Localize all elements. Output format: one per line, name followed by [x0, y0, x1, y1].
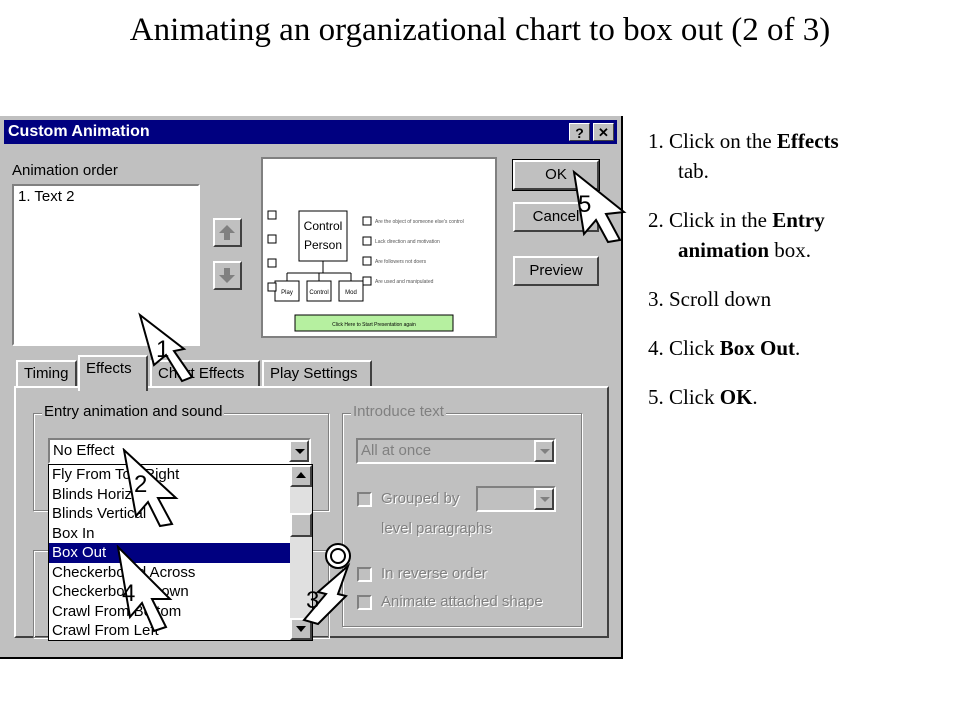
- entry-value: No Effect: [53, 442, 115, 459]
- chevron-down-icon: [540, 449, 550, 454]
- scroll-down-button[interactable]: [290, 618, 312, 640]
- step-bold-text: animation: [678, 238, 770, 262]
- step-text-line2: tab.: [678, 159, 709, 183]
- arrow-down-icon: [219, 268, 235, 283]
- step-text-line2: box.: [769, 238, 812, 262]
- svg-text:Click Here to Start Presentati: Click Here to Start Presentation again: [332, 322, 416, 328]
- callout-5: 5: [572, 169, 627, 244]
- svg-text:Control: Control: [304, 219, 343, 233]
- callout-1: 1: [138, 312, 194, 383]
- step-bold-text: Effects: [776, 129, 839, 153]
- scroll-thumb[interactable]: [290, 513, 312, 537]
- list-item[interactable]: Checkerboard Across: [52, 563, 196, 581]
- callout-number: 1: [156, 336, 169, 363]
- introduce-text-combo[interactable]: All at once: [356, 438, 556, 464]
- list-item[interactable]: Blinds Vertical: [52, 505, 147, 522]
- animate-shape-label: Animate attached shape: [381, 593, 543, 610]
- triangle-down-icon: [296, 626, 306, 632]
- svg-text:Play: Play: [281, 290, 293, 296]
- arrow-up-icon: [219, 225, 235, 240]
- grouped-level-combo[interactable]: [476, 486, 556, 512]
- introduce-value: All at once: [361, 442, 432, 459]
- org-chart-preview: Control Person Play Control Mod Are the …: [267, 210, 464, 332]
- step-bold-text: Box Out: [719, 336, 796, 360]
- animate-shape-checkbox[interactable]: [357, 595, 372, 610]
- close-button[interactable]: ✕: [593, 123, 614, 141]
- list-scrollbar[interactable]: [290, 465, 312, 640]
- svg-text:Control: Control: [309, 290, 328, 296]
- dialog-title: Custom Animation: [8, 123, 150, 140]
- svg-text:Are used and manipulated: Are used and manipulated: [375, 279, 434, 285]
- entry-animation-combo[interactable]: No Effect: [48, 438, 311, 464]
- grouped-by-checkbox[interactable]: [357, 492, 372, 507]
- step-2: 2. Click in the Entry animation box.: [648, 205, 948, 265]
- custom-animation-dialog: Custom Animation ? ✕ Animation order 1. …: [0, 116, 623, 659]
- tab-play-settings[interactable]: Play Settings: [262, 360, 372, 388]
- help-button[interactable]: ?: [569, 123, 590, 141]
- dropdown-button[interactable]: [534, 488, 554, 510]
- chevron-down-icon: [295, 449, 305, 454]
- step-number: 1.: [648, 129, 664, 153]
- step-text: Click: [669, 336, 720, 360]
- callout-number: 2: [134, 471, 147, 498]
- move-down-button[interactable]: [213, 261, 242, 290]
- callout-number: 4: [122, 580, 135, 607]
- callout-4: 4: [116, 545, 173, 633]
- step-bold-text: Entry: [772, 208, 825, 232]
- move-up-button[interactable]: [213, 218, 242, 247]
- introduce-group-label: Introduce text: [351, 403, 446, 420]
- step-1: 1. Click on the Effects tab.: [648, 126, 948, 186]
- list-item[interactable]: Box In: [52, 524, 95, 542]
- introduce-text-group: Introduce text: [342, 403, 582, 627]
- step-number: 5.: [648, 385, 664, 409]
- step-number: 2.: [648, 208, 664, 232]
- slide-preview: Control Person Play Control Mod Are the …: [261, 157, 497, 338]
- step-4: 4. Click Box Out.: [648, 333, 948, 363]
- step-number: 4.: [648, 336, 664, 360]
- dropdown-button[interactable]: [289, 440, 309, 462]
- triangle-up-icon: [296, 472, 306, 478]
- step-number: 3.: [648, 287, 664, 311]
- scroll-up-button[interactable]: [290, 465, 312, 487]
- list-item[interactable]: Crawl From Bottom: [52, 602, 182, 620]
- instruction-steps: 1. Click on the Effects tab. 2. Click in…: [648, 126, 948, 431]
- step-text: .: [795, 336, 801, 360]
- list-item-selected[interactable]: Box Out: [49, 543, 312, 563]
- grouped-by-label: Grouped by: [381, 490, 460, 507]
- step-text: .: [752, 385, 758, 409]
- svg-text:Are the object of someone else: Are the object of someone else's control: [375, 219, 464, 225]
- svg-text:Are followers not doers: Are followers not doers: [375, 259, 427, 265]
- step-3: 3. Scroll down: [648, 284, 948, 314]
- list-item[interactable]: Crawl From Left: [52, 622, 159, 639]
- tab-effects[interactable]: Effects: [78, 355, 148, 391]
- list-item[interactable]: 1. Text 2: [18, 188, 75, 205]
- svg-text:Lack direction and motivation: Lack direction and motivation: [375, 239, 440, 245]
- entry-group-label: Entry animation and sound: [42, 403, 225, 420]
- level-paragraphs-label: level paragraphs: [381, 520, 492, 537]
- list-item[interactable]: Checkerboard Down: [52, 583, 189, 600]
- callout-number: 3: [306, 587, 319, 614]
- dialog-titlebar: Custom Animation ? ✕: [4, 120, 617, 144]
- step-text: Scroll down: [669, 287, 772, 311]
- step-bold-text: OK: [719, 385, 753, 409]
- step-text: Click in the: [669, 208, 773, 232]
- reverse-order-label: In reverse order: [381, 565, 487, 582]
- callout-3: 3: [302, 543, 351, 626]
- chevron-down-icon: [540, 497, 550, 502]
- step-5: 5. Click OK.: [648, 382, 948, 412]
- step-text: Click on the: [669, 129, 777, 153]
- callout-2: 2: [122, 448, 179, 528]
- step-text: Click: [669, 385, 720, 409]
- animation-order-list[interactable]: 1. Text 2: [12, 184, 200, 346]
- dropdown-button[interactable]: [534, 440, 554, 462]
- svg-text:Person: Person: [304, 238, 342, 252]
- preview-button[interactable]: Preview: [513, 256, 599, 286]
- tab-timing[interactable]: Timing: [16, 360, 77, 388]
- slide-title: Animating an organizational chart to box…: [129, 12, 831, 48]
- reverse-order-checkbox[interactable]: [357, 567, 372, 582]
- callout-number: 5: [578, 191, 591, 218]
- animation-order-label: Animation order: [12, 162, 118, 179]
- svg-text:Mod: Mod: [345, 290, 357, 296]
